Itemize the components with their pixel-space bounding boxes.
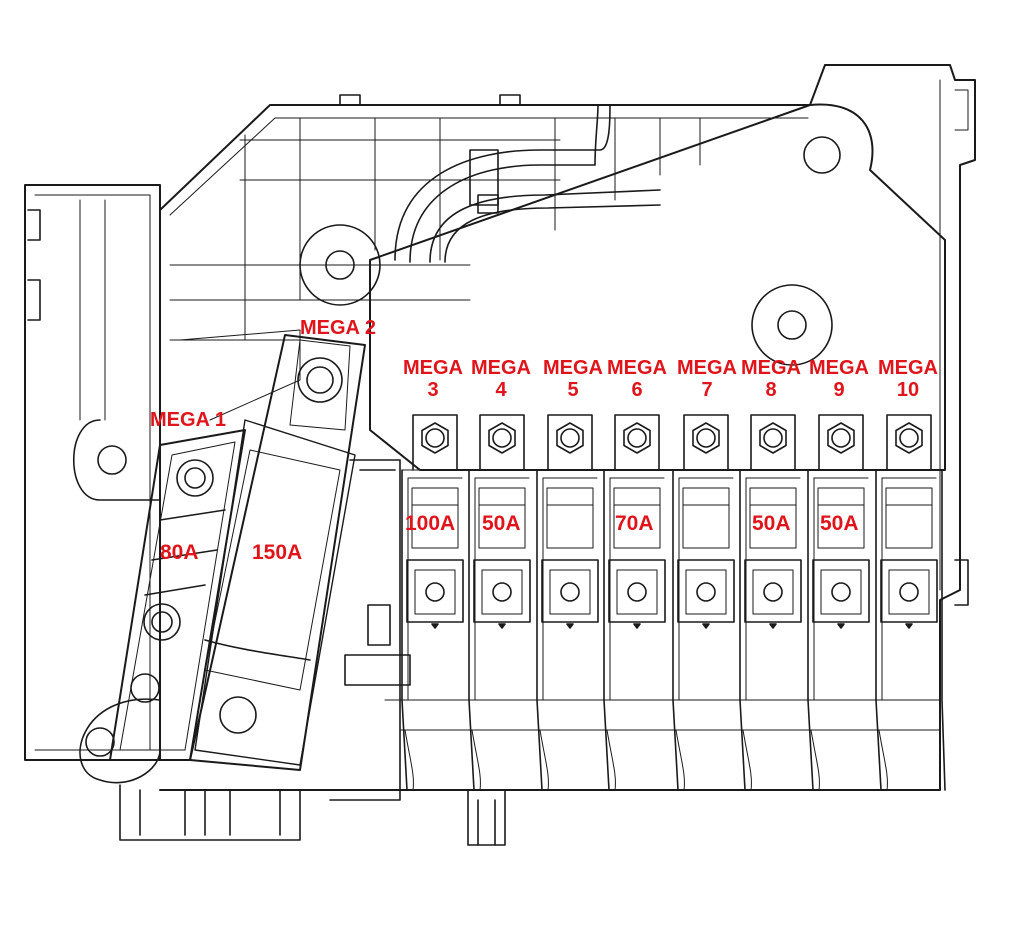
mega-5-number: 5 [567,379,579,401]
fuse-bay-mega-5 [536,414,604,791]
mega-5-name: MEGA [543,357,603,379]
mega-4-name: MEGA [471,357,531,379]
mega-2-fuse-body [189,334,411,801]
mega-3-number: 3 [427,379,439,401]
mounting-bosses [73,224,381,784]
mega-7-label: MEGA 7 [677,357,737,401]
mega-10-name: MEGA [878,357,938,379]
cable-harness [394,104,661,263]
mega-1-label: MEGA 1 [150,409,226,431]
mega-3-name: MEGA [403,357,463,379]
fuse-bay-mega-3 [401,414,469,791]
mega-7-number: 7 [701,379,713,401]
mega-6-rating: 70A [615,512,654,535]
mega-4-rating: 50A [482,512,521,535]
mega-8-number: 8 [765,379,777,401]
mega-6-name: MEGA [607,357,667,379]
fuse-bay-mega-4 [468,414,536,791]
mega-8-label: MEGA 8 [741,357,801,401]
bottom-connectors [119,784,506,846]
fuse-bay-mega-6 [603,414,671,791]
mega-4-number: 4 [495,379,507,401]
mega-3-rating: 100A [405,512,456,535]
mega-10-label: MEGA 10 [878,357,938,401]
fuse-bay-mega-10 [875,414,943,791]
mega-7-name: MEGA [677,357,737,379]
cover-plate [369,103,946,471]
mega-8-rating: 50A [752,512,791,535]
mega-2-rating: 150A [252,541,303,564]
mega-1-rating: 80A [160,541,199,564]
mega-3-label: MEGA 3 [403,357,463,401]
mega-4-label: MEGA 4 [471,357,531,401]
mega-2-label: MEGA 2 [300,317,376,339]
housing-bottom-rim [359,699,941,791]
mega-10-number: 10 [896,379,920,401]
mega-9-rating: 50A [820,512,859,535]
mega-8-name: MEGA [741,357,801,379]
fuse-bay-mega-8 [739,414,807,791]
mega-6-number: 6 [631,379,643,401]
mega-6-label: MEGA 6 [607,357,667,401]
mega-9-name: MEGA [809,357,869,379]
mega-1-fuse-body [109,429,246,761]
mega-9-number: 9 [833,379,845,401]
fuse-bank [401,414,946,791]
fuse-bay-mega-9 [807,414,875,791]
mega-9-label: MEGA 9 [809,357,869,401]
fuse-bay-mega-7 [672,414,740,791]
mega-5-label: MEGA 5 [543,357,603,401]
